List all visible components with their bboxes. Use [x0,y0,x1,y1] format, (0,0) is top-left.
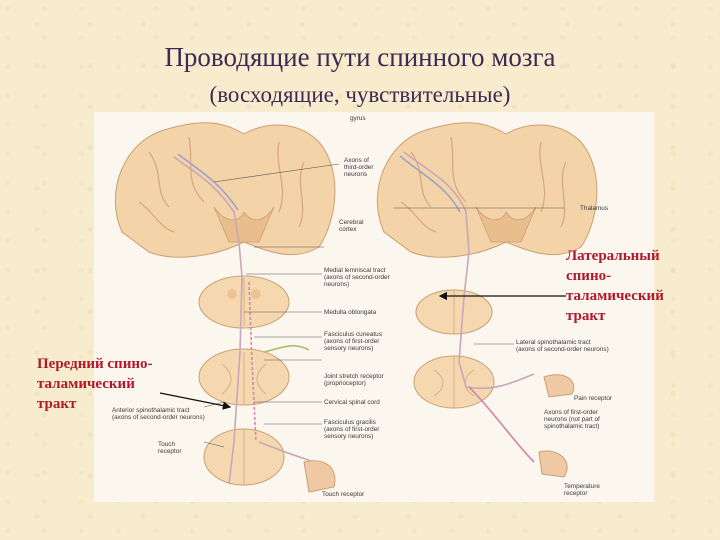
anterior-tract-annotation: Передний спино- таламический тракт [37,354,197,414]
anterior-line-1: Передний спино- [37,354,197,374]
lateral-line-3: таламический [566,286,716,306]
lateral-line-4: тракт [566,306,716,326]
anterior-line-3: тракт [37,394,197,414]
lateral-line-2: спино- [566,266,716,286]
anterior-line-2: таламический [37,374,197,394]
lateral-line-1: Латеральный [566,246,716,266]
lateral-tract-annotation: Латеральный спино- таламический тракт [566,246,716,326]
